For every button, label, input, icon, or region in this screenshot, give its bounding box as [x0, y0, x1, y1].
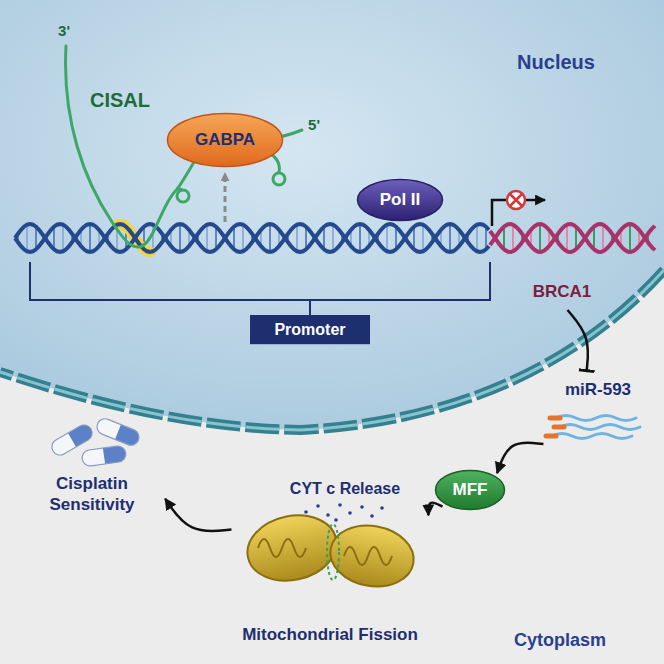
- dna-base-pair: [629, 224, 631, 252]
- ellipse-shape: [436, 471, 505, 510]
- nuclear-envelope: [0, 270, 664, 430]
- region-label: Cytoplasm: [514, 630, 606, 651]
- dna-base-pair: [602, 225, 604, 252]
- dna-base-pair: [206, 225, 208, 252]
- drug-group: Cisplatin Sensitivity: [22, 410, 163, 520]
- rna-label: CISAL: [90, 89, 150, 112]
- dna-base-pair: [566, 225, 568, 252]
- dna-strand: [15, 224, 489, 252]
- mitochondrion-group: Mitochondrial Fission: [234, 500, 426, 650]
- dna-base-pair: [242, 225, 244, 252]
- dna-strand: [490, 224, 655, 252]
- node-text: Cisplatin Sensitivity: [30, 474, 155, 515]
- dna-base-pair: [476, 225, 478, 252]
- release-label: CYT c Release: [290, 480, 400, 498]
- ellipse-shape: [168, 114, 283, 167]
- dna-base-pair: [269, 224, 271, 252]
- inhibition-line: [568, 310, 588, 372]
- node-text: GABPA: [195, 130, 255, 150]
- protein-ellipse: MFF: [434, 469, 506, 511]
- mirna-group: miR-593: [546, 375, 650, 445]
- promoter-bracket: [30, 262, 490, 316]
- dna-base-pair: [296, 225, 298, 252]
- dna-base-pair: [386, 225, 388, 252]
- dna-base-pair: [449, 224, 451, 252]
- dna-base-pair: [512, 225, 514, 252]
- gene-label: BRCA1: [525, 277, 600, 307]
- box-shape: [250, 315, 370, 344]
- dna-base-pair: [62, 225, 64, 252]
- dna-base-pair: [89, 224, 91, 252]
- node-text: miR-593: [565, 380, 631, 400]
- ellipse-shape: [358, 180, 443, 221]
- region-label: Nucleus: [517, 51, 595, 74]
- cisplatin-pills: [49, 416, 141, 467]
- node-text: Pol II: [380, 190, 421, 210]
- nucleus-ground: [0, 0, 664, 430]
- dna-base-pair: [179, 224, 181, 252]
- node-text: Mitochondrial Fission: [242, 625, 418, 645]
- cisal-rna: [66, 46, 302, 247]
- polymerase-ellipse: Pol II: [356, 178, 444, 222]
- mitochondrion: [241, 507, 418, 592]
- strand-end-label: 3': [58, 22, 70, 39]
- binding-arrow: [224, 173, 227, 222]
- cytochrome-dots: [304, 503, 384, 522]
- protein-ellipse: GABPA: [166, 112, 284, 168]
- dna-strand: [15, 224, 489, 252]
- node-text: Promoter: [274, 320, 345, 339]
- strand-end-label: 5': [308, 116, 320, 133]
- dna-base-pair: [539, 224, 541, 252]
- node-text: BRCA1: [533, 282, 592, 302]
- dna-strand: [490, 224, 655, 252]
- blocked-symbol: [507, 191, 525, 209]
- dna-base-pair: [332, 225, 334, 252]
- nuclear-envelope-highlight: [0, 270, 664, 430]
- dna-base-pair: [359, 224, 361, 252]
- pathway-arrow: [428, 503, 442, 516]
- dna-base-pair: [26, 225, 28, 252]
- promoter-box: Promoter: [250, 315, 370, 344]
- pathway-arrow: [497, 443, 543, 473]
- node-text: MFF: [453, 480, 488, 500]
- mirna-strands: [546, 416, 640, 439]
- pathway-arrow: [165, 499, 231, 531]
- dna-helix: [15, 224, 655, 252]
- dna-base-pair: [422, 225, 424, 252]
